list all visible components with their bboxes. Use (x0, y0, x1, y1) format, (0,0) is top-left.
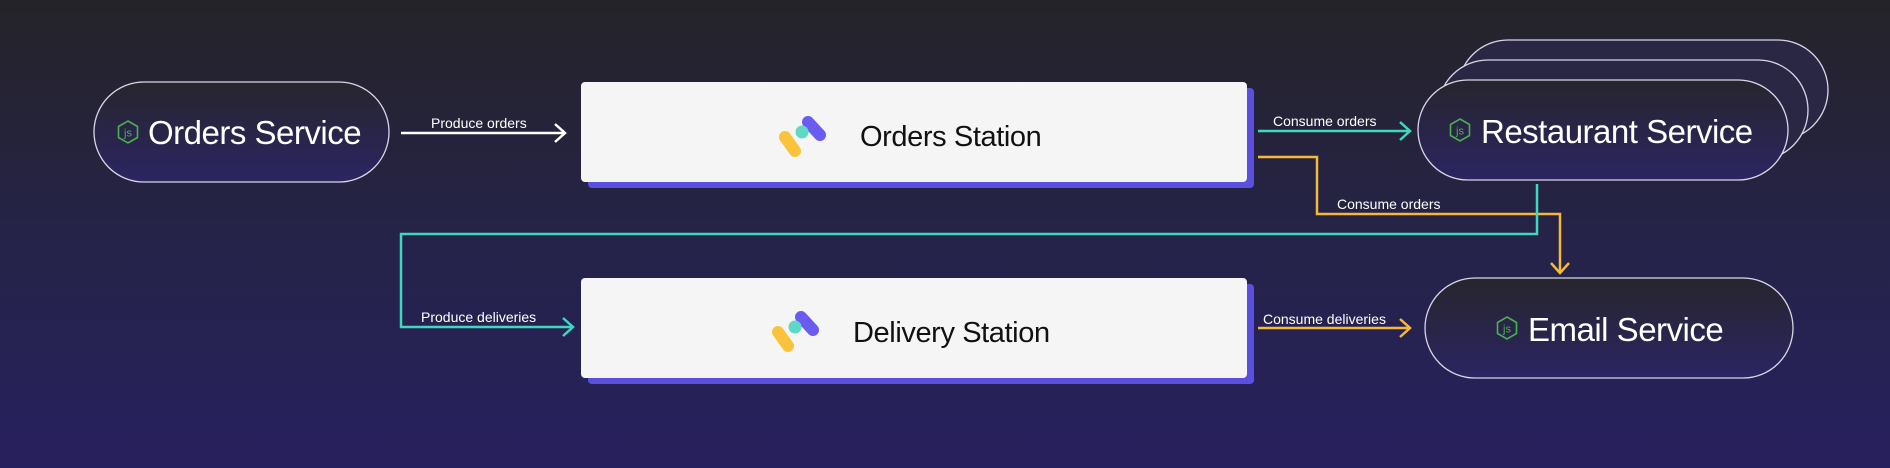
produce-deliveries-line (399, 184, 1539, 329)
restaurant-service-label: Restaurant Service (1481, 113, 1753, 150)
restaurant-service-pill (1417, 79, 1789, 181)
orders-station-box (581, 82, 1247, 182)
edge-produce-orders: Produce orders (401, 115, 567, 143)
consume-orders-email-label: Consume orders (1337, 196, 1441, 212)
arrowhead-icon (1399, 121, 1412, 141)
orders-station-label: Orders Station (860, 121, 1041, 153)
produce-deliveries-label: Produce deliveries (421, 309, 536, 325)
edge-produce-deliveries: Produce deliveries (399, 184, 1539, 337)
arrowhead-icon (562, 317, 575, 337)
edge-consume-orders-email: Consume orders (1258, 155, 1570, 275)
consume-orders-email-line (1258, 155, 1562, 272)
consume-deliveries-label: Consume deliveries (1263, 311, 1386, 327)
delivery-station-node: Delivery Station (581, 278, 1254, 384)
arrowhead-icon (1399, 318, 1412, 338)
orders-station-node: Orders Station (581, 82, 1254, 188)
orders-service-label: Orders Service (148, 114, 361, 151)
orders-service-pill (93, 81, 390, 183)
delivery-station-box (581, 278, 1247, 378)
email-service-node: Email Service (1424, 277, 1794, 379)
orders-service-node: Orders Service (93, 81, 390, 183)
restaurant-service-node: Restaurant Service (1417, 39, 1829, 181)
consume-orders-restaurant-label: Consume orders (1273, 113, 1377, 129)
email-service-pill (1424, 277, 1794, 379)
arrowhead-icon (554, 123, 567, 143)
delivery-station-label: Delivery Station (853, 317, 1050, 349)
edge-consume-deliveries: Consume deliveries (1258, 311, 1412, 338)
arrowhead-icon (1550, 262, 1570, 275)
email-service-label: Email Service (1528, 311, 1723, 348)
edge-consume-orders-restaurant: Consume orders (1258, 113, 1412, 141)
produce-orders-label: Produce orders (431, 115, 527, 131)
